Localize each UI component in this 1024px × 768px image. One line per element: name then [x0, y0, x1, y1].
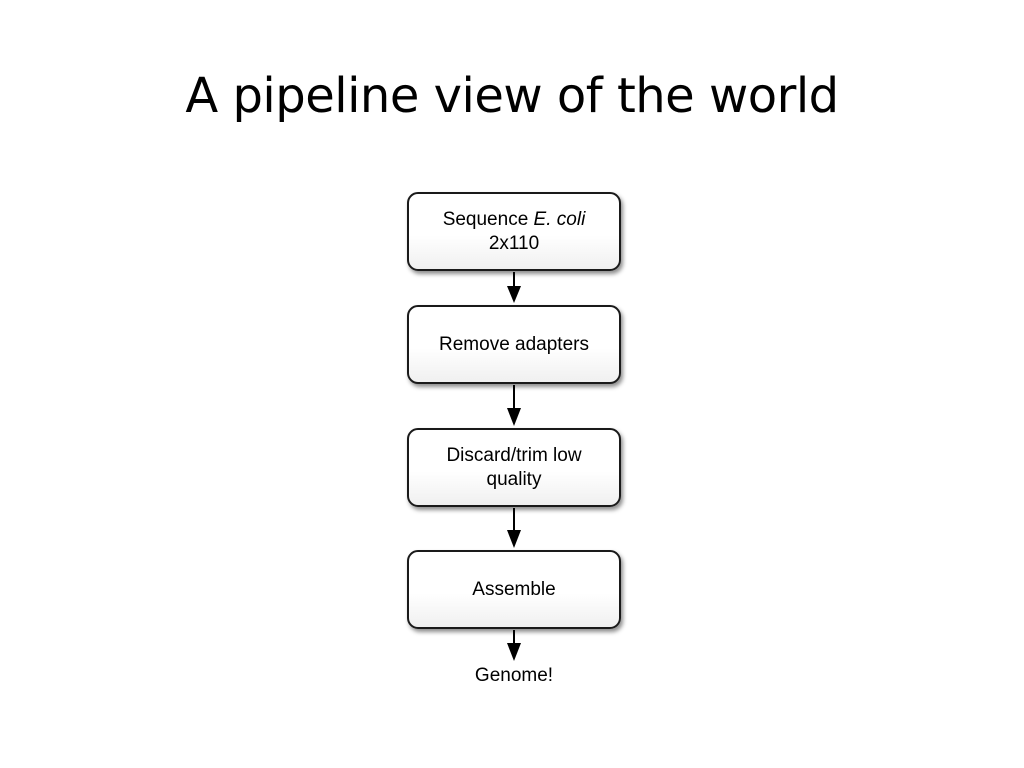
step-assemble-box: Assemble: [407, 550, 621, 629]
arrow-2: [507, 385, 521, 426]
arrow-3: [507, 508, 521, 548]
step-sequence-organism: E. coli: [533, 208, 586, 230]
output-genome-label: Genome!: [474, 665, 554, 686]
step-sequence-line1: Sequence E. coli: [443, 208, 586, 232]
step-remove-adapters-box: Remove adapters: [407, 305, 621, 384]
step-discard-trim-box: Discard/trim low quality: [407, 428, 621, 507]
step-remove-adapters-label: Remove adapters: [439, 333, 589, 355]
step-sequence-prefix: Sequence: [442, 208, 534, 230]
arrow-1: [507, 272, 521, 303]
step-sequence-box: Sequence E. coli 2x110: [407, 192, 621, 271]
step-sequence-line2: 2x110: [488, 232, 540, 254]
step-discard-trim-line2: quality: [486, 468, 542, 490]
slide-title: A pipeline view of the world: [185, 68, 839, 124]
arrow-4: [507, 630, 521, 661]
step-assemble-label: Assemble: [472, 578, 556, 600]
step-discard-trim-line1: Discard/trim low: [446, 444, 582, 466]
